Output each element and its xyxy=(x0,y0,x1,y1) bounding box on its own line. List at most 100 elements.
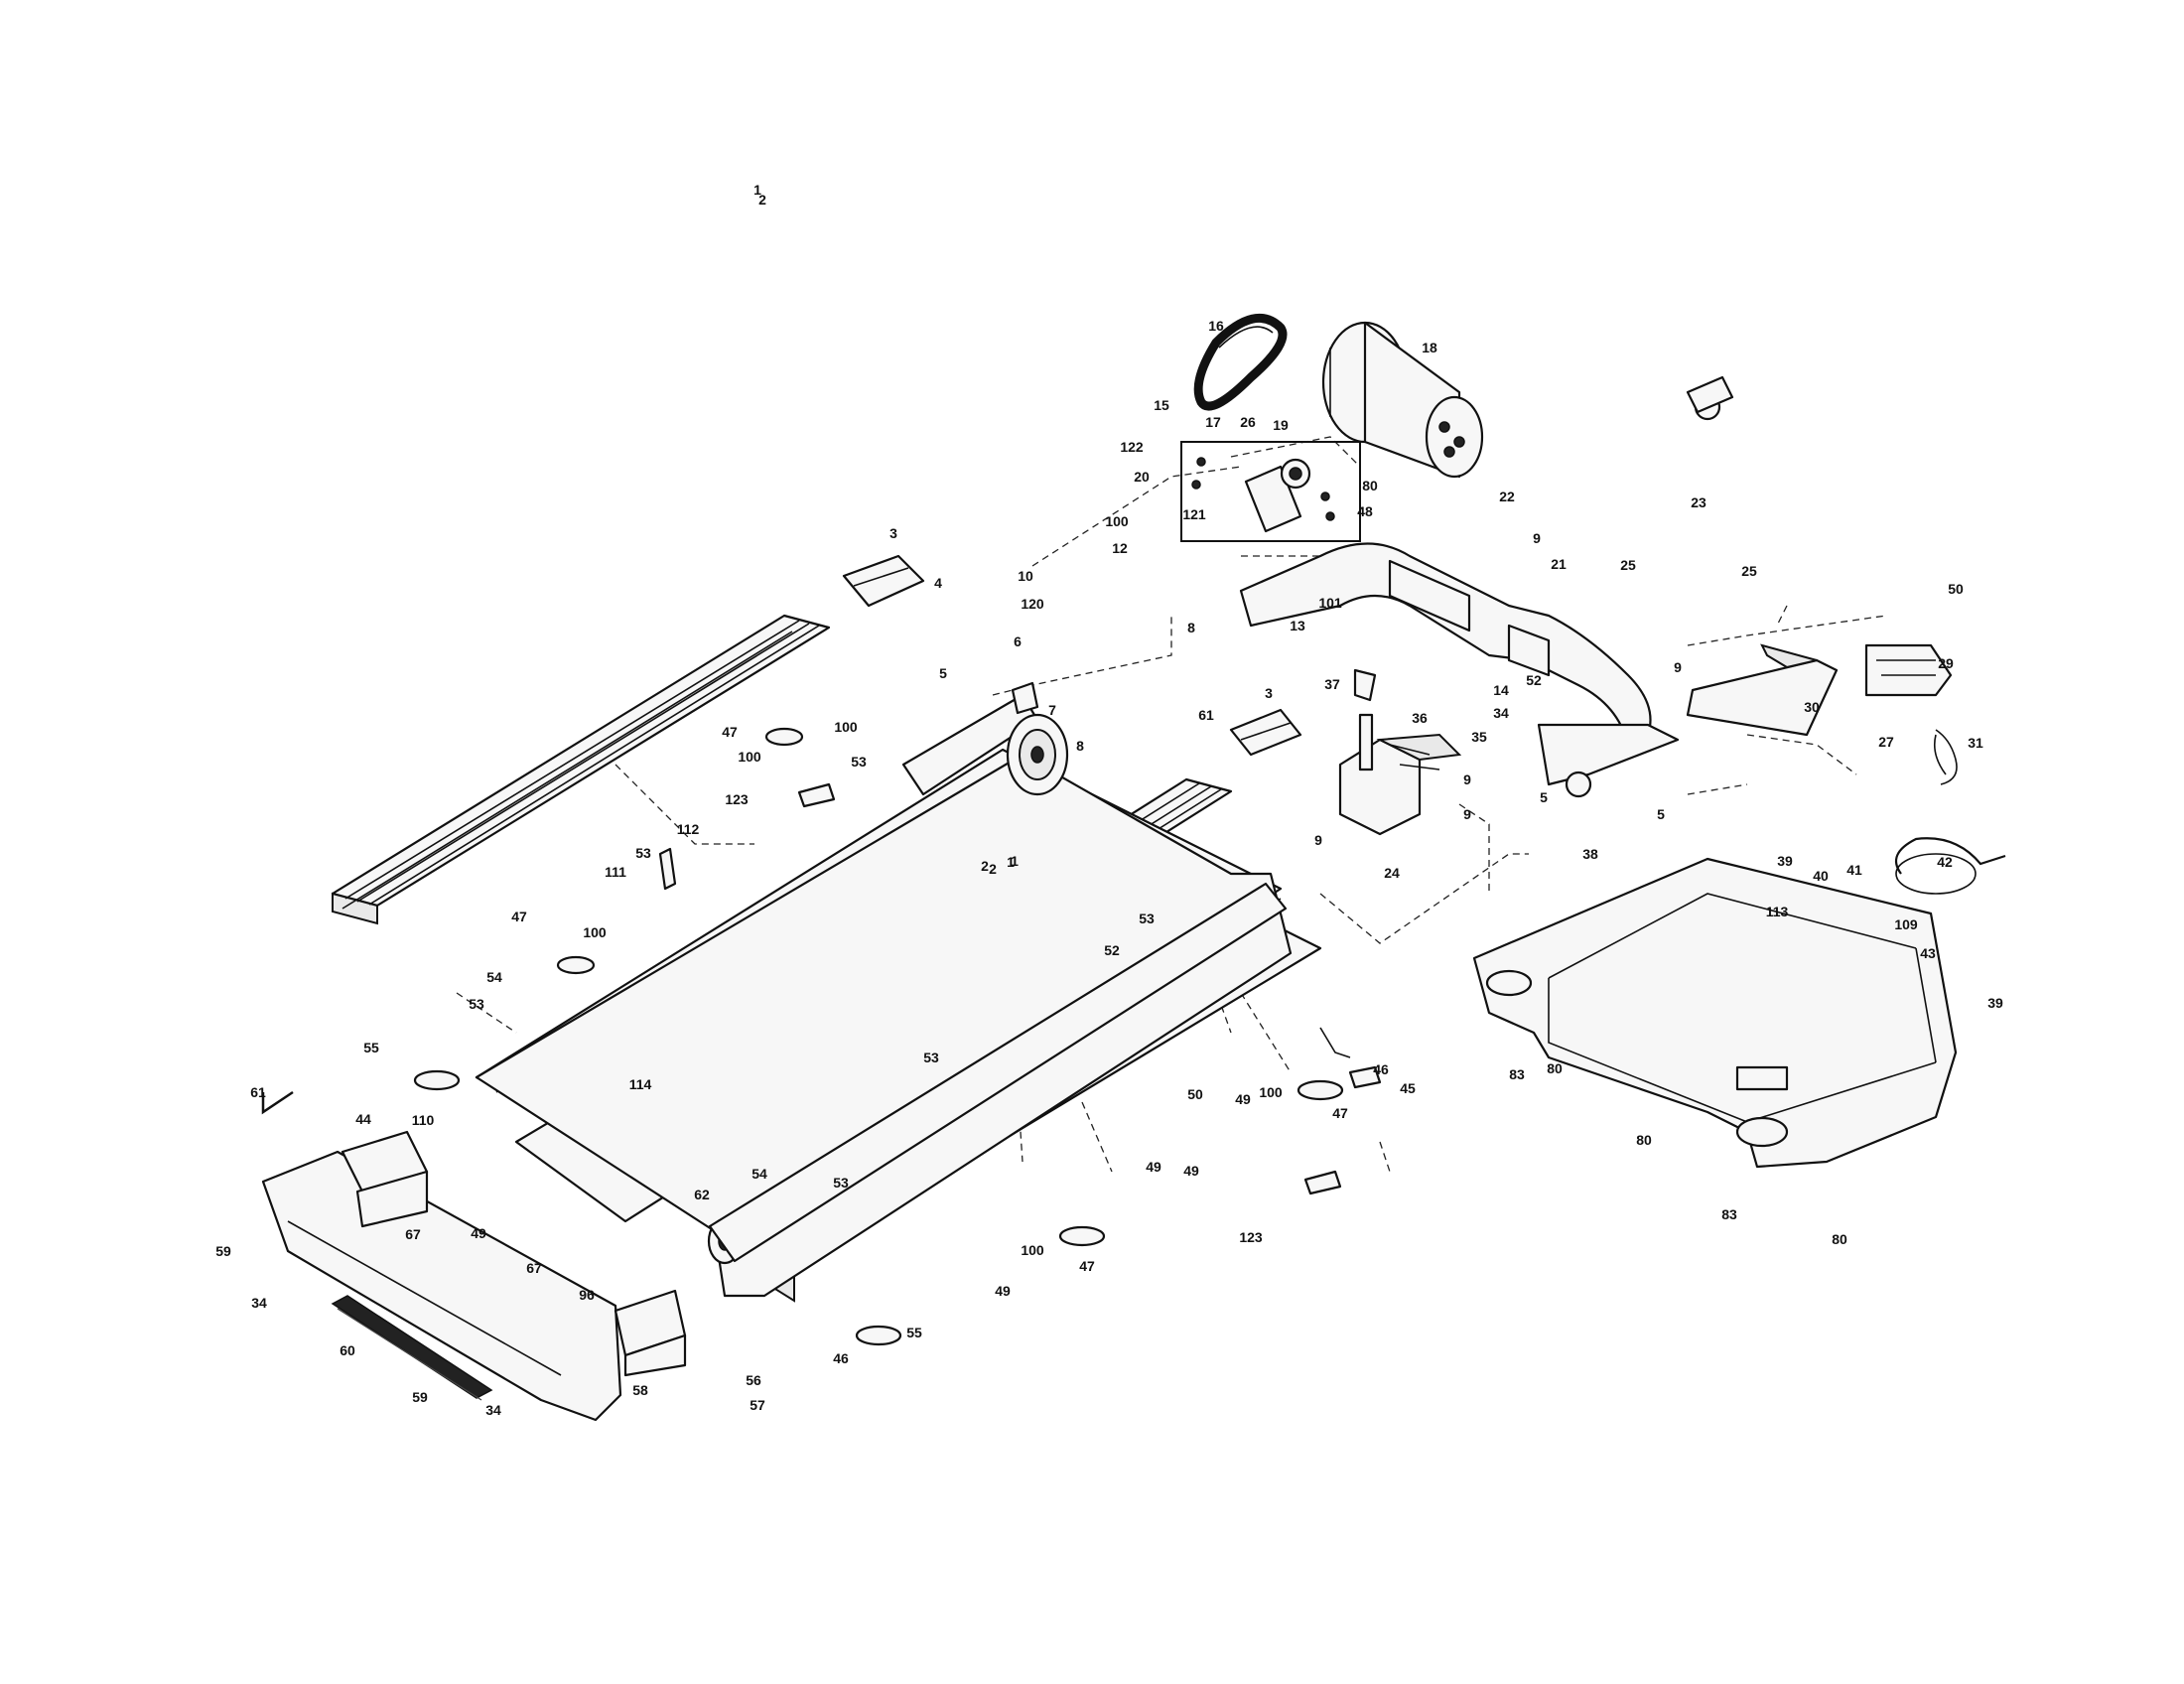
small-parts xyxy=(261,375,1734,1346)
part-label-47: 47 xyxy=(511,909,527,924)
upright-frame xyxy=(1239,542,1680,798)
part-label-100: 100 xyxy=(1105,513,1129,529)
motor-mount-box xyxy=(1180,441,1361,542)
part-label-30: 30 xyxy=(1804,699,1820,715)
part-label-112: 112 xyxy=(677,821,700,837)
part-label-48: 48 xyxy=(1357,503,1373,519)
part-label-16: 16 xyxy=(1208,318,1224,334)
part-label-26: 26 xyxy=(1240,414,1256,430)
part-label-14: 14 xyxy=(1493,682,1509,698)
part-label-25: 25 xyxy=(1620,557,1636,573)
front-roller xyxy=(707,882,1288,1265)
part-label-123: 123 xyxy=(725,791,749,807)
part-label-9: 9 xyxy=(1674,659,1682,675)
part-label-2: 2 xyxy=(758,192,766,208)
part-label-46: 46 xyxy=(833,1350,849,1366)
part-label-9: 9 xyxy=(1463,772,1471,787)
part-label-53: 53 xyxy=(1139,911,1155,926)
frame-base xyxy=(475,753,1322,1303)
part-label-22: 22 xyxy=(1499,489,1515,504)
part-label-50: 50 xyxy=(1948,581,1964,597)
part-label-110: 110 xyxy=(412,1112,435,1128)
part-label-34: 34 xyxy=(251,1295,267,1311)
part-label-44: 44 xyxy=(355,1111,371,1127)
part-label-49: 49 xyxy=(1235,1091,1251,1107)
part-label-100: 100 xyxy=(1259,1084,1283,1100)
part-label-12: 12 xyxy=(1112,540,1128,556)
part-label-35: 35 xyxy=(1471,729,1487,745)
part-label-53: 53 xyxy=(851,754,867,770)
part-label-49: 49 xyxy=(1146,1159,1161,1175)
part-label-20: 20 xyxy=(1134,469,1150,485)
part-label-27: 27 xyxy=(1878,734,1894,750)
part-label-114: 114 xyxy=(629,1076,652,1092)
part-label-80: 80 xyxy=(1547,1060,1563,1076)
part-label-80: 80 xyxy=(1362,478,1378,493)
part-label-100: 100 xyxy=(1021,1242,1044,1258)
part-label-15: 15 xyxy=(1154,397,1169,413)
part-label-55: 55 xyxy=(363,1040,379,1055)
part-label-52: 52 xyxy=(1104,942,1120,958)
part-label-19: 19 xyxy=(1273,417,1289,433)
part-label-54: 54 xyxy=(751,1166,767,1182)
motor-hood xyxy=(1472,857,1958,1169)
part-label-40: 40 xyxy=(1813,868,1829,884)
part-label-53: 53 xyxy=(469,996,484,1012)
part-label-62: 62 xyxy=(694,1187,710,1202)
part-label-49: 49 xyxy=(471,1225,486,1241)
part-label-53: 53 xyxy=(923,1050,939,1065)
part-label-50: 50 xyxy=(1187,1086,1203,1102)
part-label-100: 100 xyxy=(738,749,761,765)
part-label-9: 9 xyxy=(1463,806,1471,822)
part-label-80: 80 xyxy=(1832,1231,1847,1247)
part-label-53: 53 xyxy=(635,845,651,861)
part-label-5: 5 xyxy=(1540,789,1548,805)
rear-roller xyxy=(901,693,1069,796)
part-label-113: 113 xyxy=(1766,904,1789,919)
left-side-rail xyxy=(331,614,831,925)
part-label-47: 47 xyxy=(1332,1105,1348,1121)
part-label-41: 41 xyxy=(1846,862,1862,878)
part-label-21: 21 xyxy=(1551,556,1567,572)
part-label-101: 101 xyxy=(1318,595,1342,611)
part-label-58: 58 xyxy=(632,1382,648,1398)
part-label-8: 8 xyxy=(1076,738,1084,754)
part-label-60: 60 xyxy=(340,1342,355,1358)
power-cord xyxy=(1894,729,2006,895)
part-label-3: 3 xyxy=(889,525,897,541)
part-label-18: 18 xyxy=(1422,340,1437,355)
part-label-8: 8 xyxy=(1187,620,1195,635)
part-label-61: 61 xyxy=(1198,707,1214,723)
part-label-4: 4 xyxy=(934,575,942,591)
part-label-9: 9 xyxy=(1533,530,1541,546)
drive-belt xyxy=(1193,313,1288,411)
part-label-59: 59 xyxy=(412,1389,428,1405)
part-label-9: 9 xyxy=(1314,832,1322,848)
part-label-56: 56 xyxy=(746,1372,761,1388)
part-label-109: 109 xyxy=(1894,916,1918,932)
part-label-100: 100 xyxy=(834,719,858,735)
part-label-1: 1 xyxy=(1007,854,1015,870)
part-label-36: 36 xyxy=(1412,710,1428,726)
part-label-49: 49 xyxy=(995,1283,1011,1299)
drive-motor xyxy=(1321,321,1484,479)
part-label-49: 49 xyxy=(1183,1163,1199,1179)
part-label-34: 34 xyxy=(1493,705,1509,721)
part-label-55: 55 xyxy=(906,1325,922,1340)
part-label-3: 3 xyxy=(1265,685,1273,701)
part-label-24: 24 xyxy=(1384,865,1400,881)
motor-tray xyxy=(1686,643,1839,737)
part-label-120: 120 xyxy=(1021,596,1044,612)
front-grill xyxy=(331,1295,493,1401)
part-label-52: 52 xyxy=(1526,672,1542,688)
part-label-43: 43 xyxy=(1920,945,1936,961)
part-label-2: 2 xyxy=(981,858,989,874)
part-label-6: 6 xyxy=(1014,633,1022,649)
part-label-67: 67 xyxy=(526,1260,542,1276)
part-label-80: 80 xyxy=(1636,1132,1652,1148)
part-label-96: 96 xyxy=(579,1287,595,1303)
part-label-45: 45 xyxy=(1400,1080,1416,1096)
part-label-7: 7 xyxy=(1048,702,1056,718)
